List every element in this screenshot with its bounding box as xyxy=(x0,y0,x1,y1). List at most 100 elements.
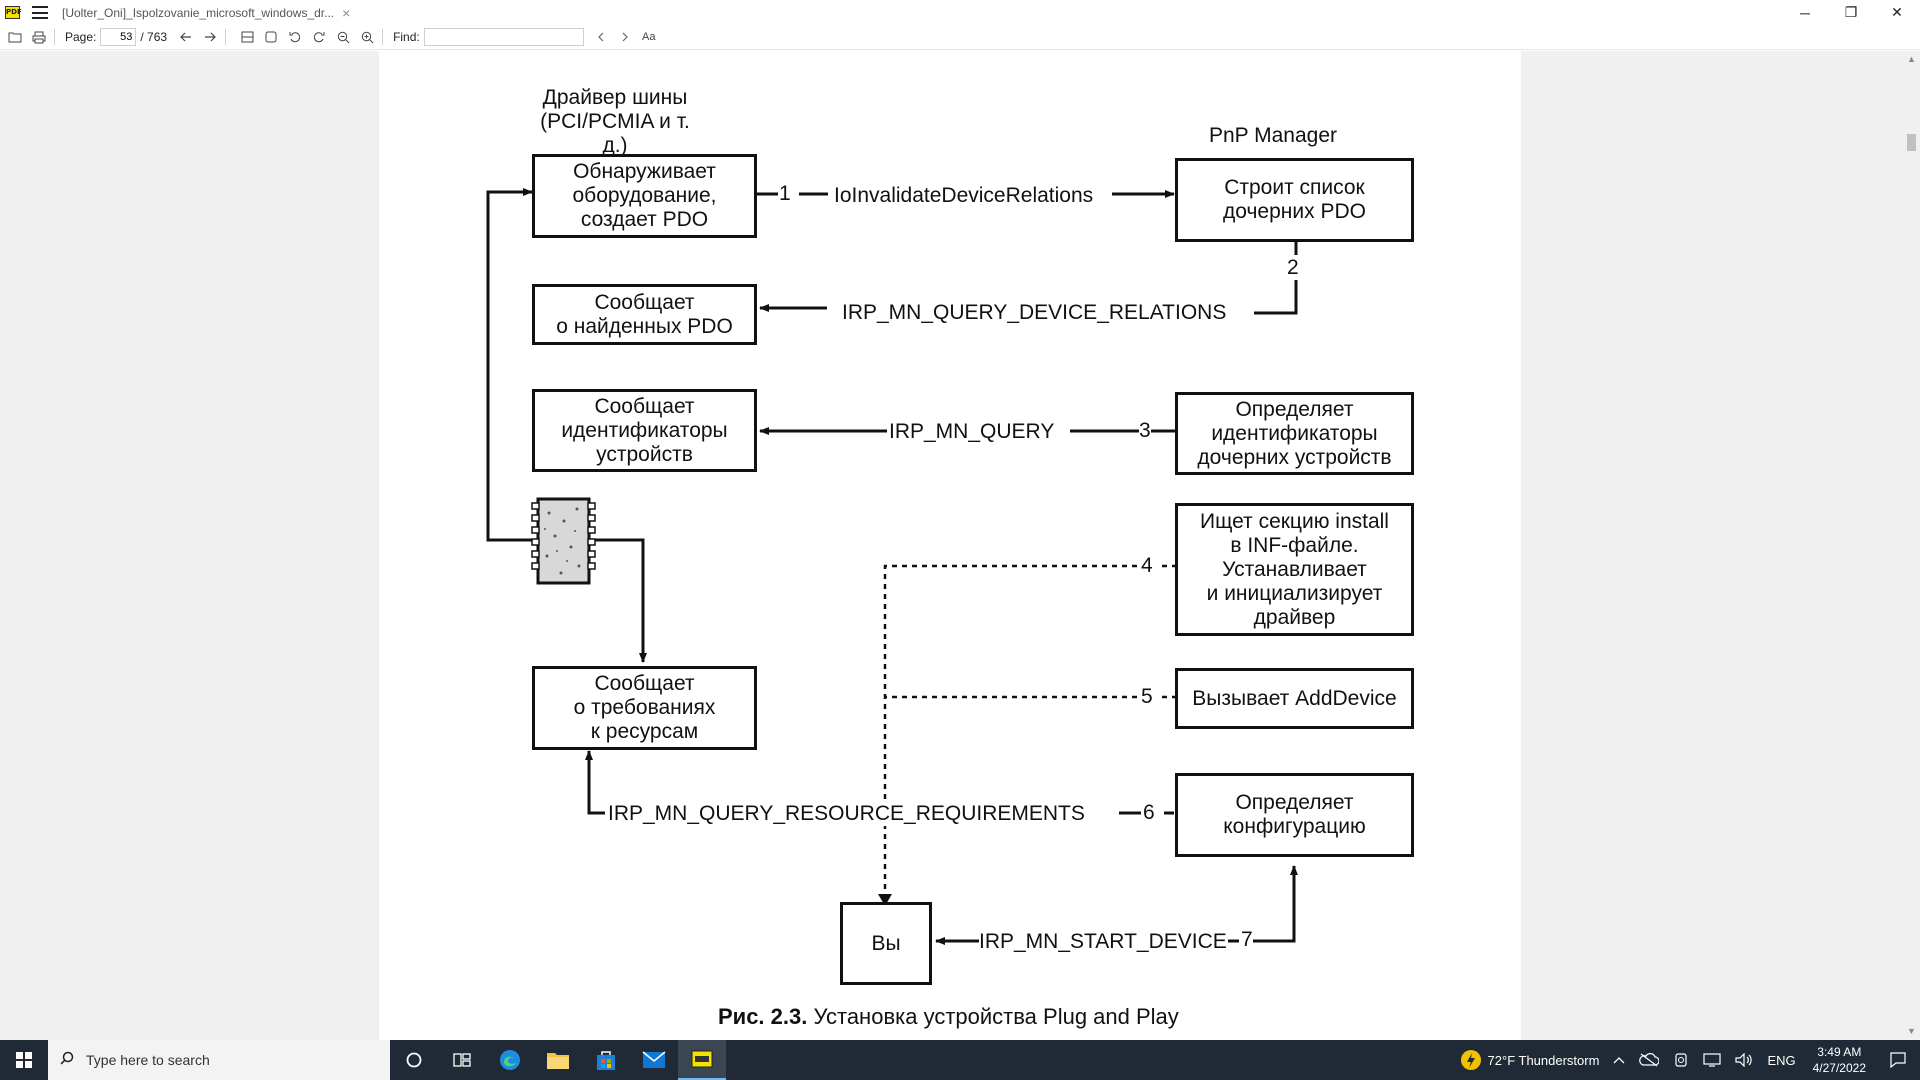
zoom-out-icon[interactable] xyxy=(334,28,352,46)
menu-hamburger-icon[interactable] xyxy=(32,6,48,19)
pdf-viewer-icon xyxy=(691,1050,713,1068)
step-2-number: 2 xyxy=(1287,256,1299,280)
box-define-configuration: Определяет конфигурацию xyxy=(1175,773,1414,857)
clock-time: 3:49 AM xyxy=(1817,1045,1862,1059)
search-placeholder: Type here to search xyxy=(86,1052,210,1068)
page-total: / 763 xyxy=(140,30,168,44)
window-controls: ─ ❐ ✕ xyxy=(1782,0,1920,25)
next-page-arrow-icon[interactable] xyxy=(201,28,219,46)
store-bag-icon xyxy=(597,1051,615,1070)
taskbar-search-box[interactable]: Type here to search xyxy=(48,1040,390,1080)
mail-button[interactable] xyxy=(630,1040,678,1080)
mail-icon xyxy=(642,1051,666,1068)
scroll-up-arrow-icon[interactable]: ▲ xyxy=(1907,54,1916,64)
cortana-button[interactable] xyxy=(390,1040,438,1080)
minimize-button[interactable]: ─ xyxy=(1800,4,1810,21)
action-center-button[interactable] xyxy=(1876,1040,1920,1080)
toolbar-separator xyxy=(382,29,384,45)
clock-date: 4/27/2022 xyxy=(1812,1061,1866,1075)
close-window-button[interactable]: ✕ xyxy=(1891,4,1903,20)
step-3-label: IRP_MN_QUERY xyxy=(889,420,1055,444)
task-view-icon xyxy=(453,1053,471,1067)
volume-icon[interactable] xyxy=(1728,1040,1760,1080)
fit-width-icon[interactable] xyxy=(238,28,256,46)
find-next-icon[interactable] xyxy=(616,28,634,46)
step-1-label: IoInvalidateDeviceRelations xyxy=(834,184,1094,208)
pnp-manager-header: PnP Manager xyxy=(1208,124,1338,147)
start-button[interactable] xyxy=(0,1040,48,1080)
box-report-resource-requirements: Сообщает о требованиях к ресурсам xyxy=(532,666,757,750)
file-explorer-button[interactable] xyxy=(534,1040,582,1080)
rotate-left-icon[interactable] xyxy=(286,28,304,46)
box-report-device-ids: Сообщает идентификаторы устройств xyxy=(532,389,757,472)
box-detect-hardware: Обнаруживает оборудование, создает PDO xyxy=(532,154,757,238)
plug-and-play-diagram: Драйвер шины (PCI/PCMIA и т. д.) PnP Man… xyxy=(379,51,1521,1040)
cortana-circle-icon xyxy=(406,1052,422,1068)
weather-text: 72°F Thunderstorm xyxy=(1487,1052,1600,1068)
tab-close-icon[interactable]: × xyxy=(342,4,351,21)
weather-widget[interactable]: 72°F Thunderstorm xyxy=(1453,1040,1607,1080)
microsoft-store-button[interactable] xyxy=(582,1040,630,1080)
vertical-scrollbar[interactable]: ▲ ▼ xyxy=(1903,51,1920,1040)
box-inf-install: Ищет секцию install в INF-файле. Устанав… xyxy=(1175,503,1414,636)
system-clock[interactable]: 3:49 AM 4/27/2022 xyxy=(1803,1044,1876,1076)
restore-button[interactable]: ❐ xyxy=(1844,4,1858,20)
step-6-label: IRP_MN_QUERY_RESOURCE_REQUIREMENTS xyxy=(608,802,1085,826)
find-input[interactable] xyxy=(423,28,584,46)
search-icon xyxy=(60,1051,74,1069)
input-language-indicator[interactable]: ENG xyxy=(1767,1052,1796,1068)
chevron-up-icon xyxy=(1613,1057,1625,1064)
find-previous-icon[interactable] xyxy=(592,28,610,46)
step-3-number: 3 xyxy=(1139,419,1151,443)
match-case-button[interactable]: Aa xyxy=(642,31,656,43)
diagram-connectors xyxy=(486,188,1298,945)
box-define-child-ids: Определяет идентификаторы дочерних устро… xyxy=(1175,392,1414,475)
step-4-number: 4 xyxy=(1141,554,1153,578)
box-call-adddevice: Вызывает AddDevice xyxy=(1175,668,1414,729)
find-label: Find: xyxy=(393,30,420,44)
page-number-input[interactable] xyxy=(100,28,137,46)
step-7-number: 7 xyxy=(1241,928,1253,952)
document-tab-title: [Uolter_Oni]_Ispolzovanie_microsoft_wind… xyxy=(62,5,335,20)
windows-logo-icon xyxy=(16,1052,32,1068)
step-6-number: 6 xyxy=(1143,801,1155,825)
camera-privacy-icon[interactable] xyxy=(1666,1040,1696,1080)
open-folder-icon[interactable] xyxy=(6,28,24,46)
zoom-in-icon[interactable] xyxy=(358,28,376,46)
box-report-found-pdo: Сообщает о найденных PDO xyxy=(532,284,757,345)
toolbar-separator xyxy=(225,29,227,45)
pdf-viewer-taskbar-button[interactable] xyxy=(678,1040,726,1080)
show-hidden-icons-button[interactable] xyxy=(1606,1040,1632,1080)
task-view-button[interactable] xyxy=(438,1040,486,1080)
edge-browser-button[interactable] xyxy=(486,1040,534,1080)
toolbar-separator xyxy=(54,29,55,45)
box-you: Вы xyxy=(840,902,932,985)
scroll-down-arrow-icon[interactable]: ▼ xyxy=(1907,1026,1916,1036)
network-icon[interactable] xyxy=(1696,1040,1728,1080)
page-label: Page: xyxy=(65,30,97,44)
folder-icon xyxy=(547,1053,569,1069)
print-icon[interactable] xyxy=(30,28,48,46)
cloud-offline-icon[interactable] xyxy=(1632,1040,1666,1080)
weather-storm-icon xyxy=(1460,1050,1481,1070)
figure-title: Установка устройства Plug and Play xyxy=(813,1004,1179,1029)
notification-icon xyxy=(1890,1052,1906,1068)
step-7-label: IRP_MN_START_DEVICE xyxy=(979,930,1227,954)
previous-page-arrow-icon[interactable] xyxy=(177,28,195,46)
step-2-label: IRP_MN_QUERY_DEVICE_RELATIONS xyxy=(842,301,1227,325)
step-1-number: 1 xyxy=(779,182,791,206)
rotate-right-icon[interactable] xyxy=(310,28,328,46)
figure-caption: Рис. 2.3. Установка устройства Plug and … xyxy=(718,1004,1179,1030)
document-tab[interactable]: [Uolter_Oni]_Ispolzovanie_microsoft_wind… xyxy=(62,0,350,25)
box-build-child-pdo-list: Строит список дочерних PDO xyxy=(1175,158,1414,242)
toolbar: Page: / 763 Find: Aa xyxy=(0,25,1920,50)
title-bar: PDF [Uolter_Oni]_Ispolzovanie_microsoft_… xyxy=(0,0,1920,25)
figure-number: Рис. 2.3. xyxy=(718,1004,808,1029)
fit-page-icon[interactable] xyxy=(262,28,280,46)
edge-icon xyxy=(500,1050,520,1070)
windows-taskbar: Type here to search 72°F Thunderstorm xyxy=(0,1040,1920,1080)
bus-driver-header: Драйвер шины (PCI/PCMIA и т. д.) xyxy=(540,86,690,157)
app-logo-icon: PDF xyxy=(5,6,22,19)
step-5-number: 5 xyxy=(1141,685,1153,709)
scrollbar-thumb[interactable] xyxy=(1907,134,1916,151)
